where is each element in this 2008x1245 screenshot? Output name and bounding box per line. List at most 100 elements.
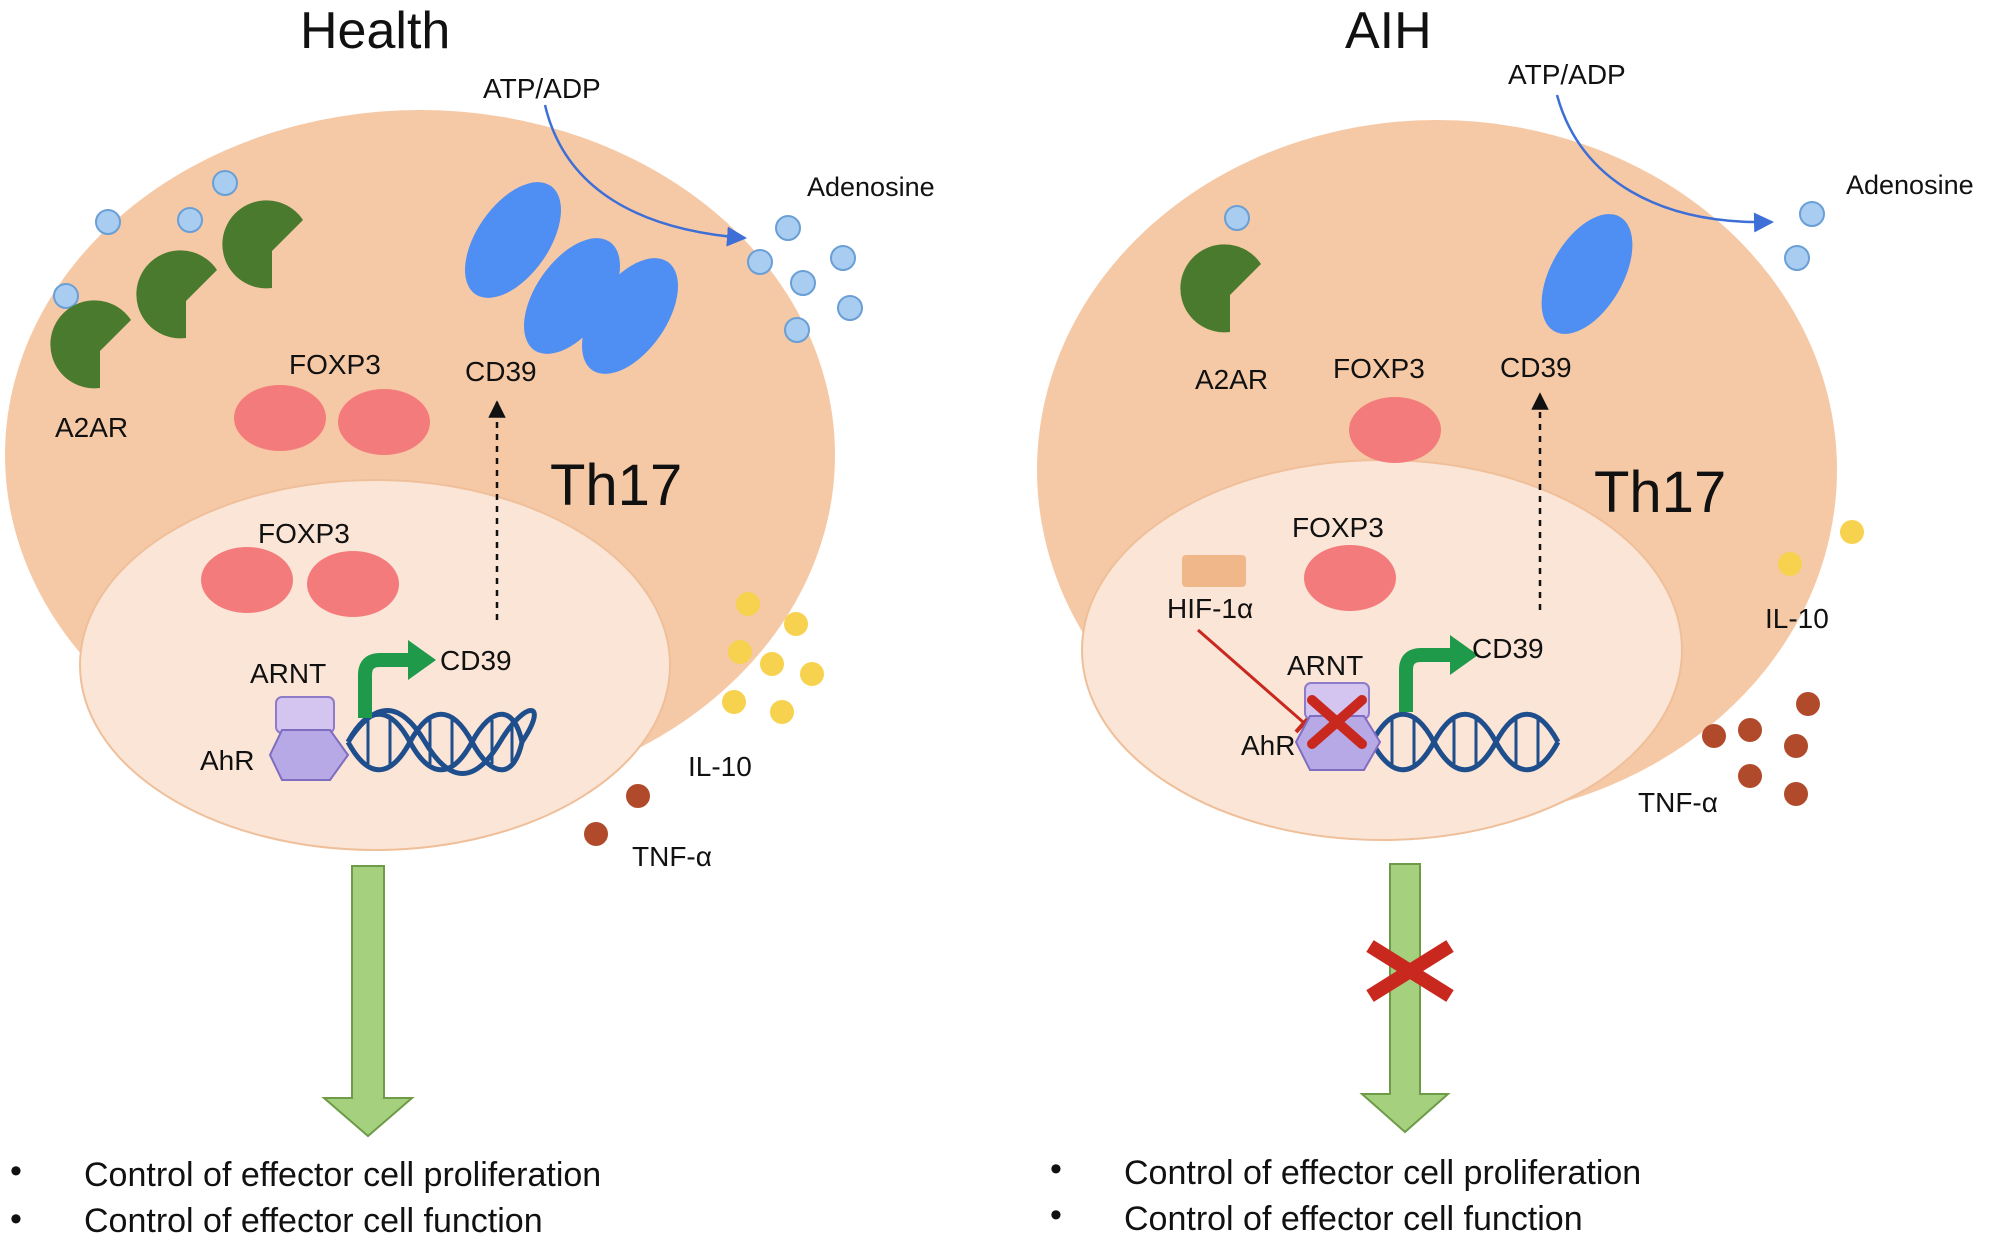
- aih-a2ar-receptor: [1180, 244, 1261, 333]
- health-dna-helix: [345, 708, 537, 776]
- aih-tnf-label: TNF-α: [1638, 787, 1718, 818]
- health-foxp3-cyto-label: FOXP3: [289, 349, 381, 380]
- aih-hif-inhibition-line: [1197, 628, 1304, 724]
- health-bullet-dot: •: [10, 1152, 22, 1190]
- aih-panel: AIH ATP/ADP Adenosine A2AR FOXP3 CD39 Th…: [1037, 2, 1974, 1238]
- tnf-dot: [1784, 782, 1808, 806]
- aih-arnt-label: ARNT: [1287, 650, 1363, 681]
- health-arnt-protein: [275, 696, 335, 734]
- aih-il10-label: IL-10: [1765, 603, 1829, 634]
- health-th17-label: Th17: [550, 453, 682, 518]
- il10-dot: [1778, 552, 1802, 576]
- aih-atp-conversion-arrow: [1555, 94, 1774, 233]
- health-a2ar-receptors: [50, 200, 303, 389]
- il10-dot: [722, 690, 746, 714]
- aih-foxp3-cyto: [1349, 397, 1441, 463]
- a2ar-receptor: [50, 300, 132, 389]
- adenosine-dot: [212, 170, 238, 196]
- health-cd39-proteins: [465, 182, 678, 374]
- health-a2ar-label: A2AR: [55, 412, 128, 443]
- adenosine-dot: [95, 209, 121, 235]
- tnf-dot: [1738, 718, 1762, 742]
- health-adenosine-label: Adenosine: [807, 172, 935, 202]
- aih-bullet-dot: •: [1050, 1196, 1062, 1234]
- a2ar-receptor: [136, 250, 217, 339]
- aih-foxp3-nuc: [1304, 545, 1396, 611]
- il10-dot: [800, 662, 824, 686]
- aih-tnf-dots: [1702, 692, 1820, 806]
- tnf-dot: [1702, 724, 1726, 748]
- tnf-dot: [1738, 764, 1762, 788]
- il10-dot: [736, 592, 760, 616]
- health-tnf-label: TNF-α: [632, 841, 712, 872]
- health-arnt-label: ARNT: [250, 658, 326, 689]
- tnf-dot: [626, 784, 650, 808]
- health-foxp3-cyto: [234, 385, 326, 451]
- health-foxp3-nuc: [201, 547, 293, 613]
- adenosine-dot: [53, 283, 79, 309]
- health-bullet-2: Control of effector cell function: [84, 1202, 543, 1240]
- adenosine-dot: [1224, 205, 1250, 231]
- health-transcription-arrowhead: [408, 640, 436, 680]
- aih-th17-label: Th17: [1594, 460, 1726, 525]
- aih-bullet-dot: •: [1050, 1150, 1062, 1188]
- il10-dot: [770, 700, 794, 724]
- tnf-dot: [1796, 692, 1820, 716]
- health-foxp3-nuc: [307, 551, 399, 617]
- health-cd39-gene-label: CD39: [440, 645, 512, 676]
- health-foxp3-nuc-label: FOXP3: [258, 518, 350, 549]
- health-ahr-label: AhR: [200, 745, 254, 776]
- aih-dna-helix: [1369, 711, 1561, 773]
- health-il10-label: IL-10: [688, 751, 752, 782]
- health-bullet-1: Control of effector cell proliferation: [84, 1156, 601, 1194]
- adenosine-dot: [177, 207, 203, 233]
- adenosine-dot: [747, 249, 773, 275]
- aih-il10-dots: [1778, 520, 1864, 576]
- a2ar-receptor: [222, 200, 303, 289]
- aih-cd39-protein: [1541, 214, 1633, 334]
- aih-bullet-2: Control of effector cell function: [1124, 1200, 1583, 1238]
- aih-hif-protein: [1182, 555, 1246, 587]
- aih-ahr-protein: [1294, 715, 1382, 771]
- aih-outcome-blocked-icon: [1366, 940, 1454, 1002]
- health-ahr-protein: [268, 729, 350, 781]
- health-cd39-top-label: CD39: [465, 356, 537, 387]
- il10-dot: [1840, 520, 1864, 544]
- dna-strand: [345, 711, 525, 773]
- health-transcription-arrow: [358, 653, 412, 718]
- adenosine-dot: [837, 295, 863, 321]
- aih-bullet-1: Control of effector cell proliferation: [1124, 1154, 1641, 1192]
- aih-transcription-arrowhead: [1450, 635, 1478, 675]
- adenosine-dot: [1784, 245, 1810, 271]
- health-adenosine-dots-right: [747, 215, 863, 343]
- il10-dot: [760, 652, 784, 676]
- aih-ahr-label: AhR: [1241, 730, 1295, 761]
- aih-title: AIH: [1345, 2, 1432, 60]
- aih-transcription-arrow: [1399, 648, 1454, 712]
- aih-outcome-arrow: [1359, 863, 1451, 1134]
- adenosine-dot: [830, 245, 856, 271]
- cd39-protein: [524, 238, 620, 354]
- aih-hif-label: HIF-1α: [1167, 593, 1253, 624]
- aih-cd39-gene-label: CD39: [1472, 633, 1544, 664]
- adenosine-dot: [775, 215, 801, 241]
- health-foxp3-cyto: [338, 389, 430, 455]
- tnf-dot: [584, 822, 608, 846]
- health-il10-dots: [722, 592, 824, 724]
- health-bullet-dot: •: [10, 1200, 22, 1238]
- health-tnf-dots: [584, 784, 650, 846]
- aih-foxp3-nuc-label: FOXP3: [1292, 512, 1384, 543]
- health-atp-adp-label: ATP/ADP: [483, 73, 601, 104]
- health-atp-conversion-arrow: [543, 104, 747, 247]
- aih-foxp3-cyto-label: FOXP3: [1333, 353, 1425, 384]
- adenosine-dot: [1799, 201, 1825, 227]
- dna-strand: [1369, 711, 1561, 773]
- il10-dot: [784, 612, 808, 636]
- aih-a2ar-label: A2AR: [1195, 364, 1268, 395]
- adenosine-dot: [790, 270, 816, 296]
- aih-ahr-blocked-icon: [1307, 695, 1367, 749]
- aih-atp-adp-label: ATP/ADP: [1508, 59, 1626, 90]
- aih-adenosine-label: Adenosine: [1846, 170, 1974, 200]
- dna-strand: [345, 711, 525, 773]
